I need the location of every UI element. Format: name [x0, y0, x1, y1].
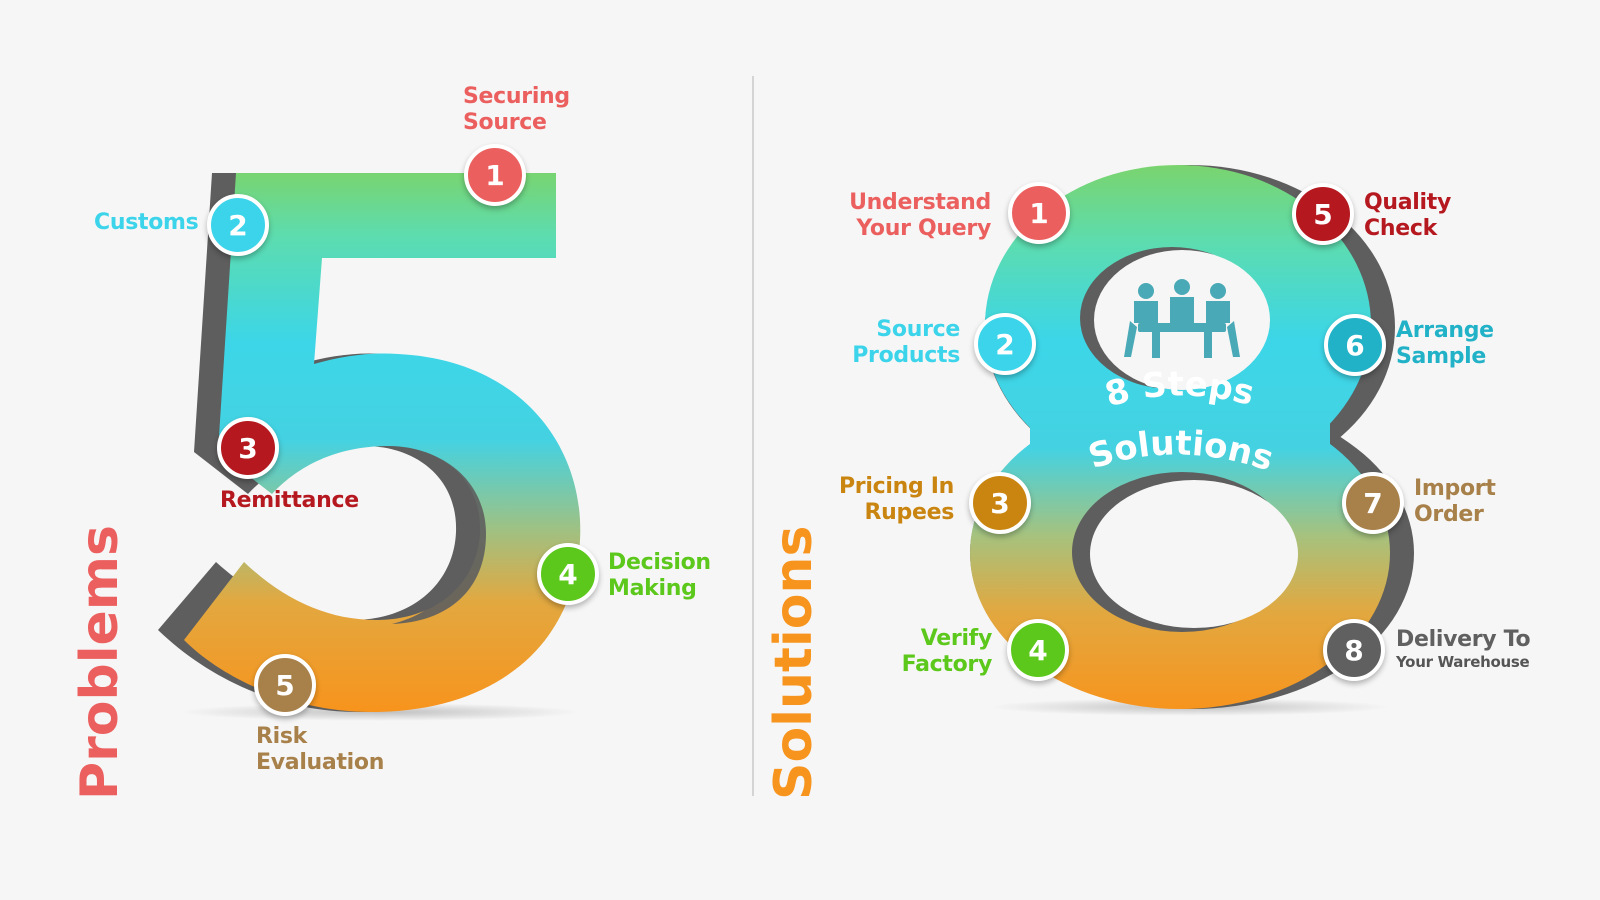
- problems-heading: Problems: [70, 525, 130, 800]
- meeting-table-icon: [1124, 279, 1240, 358]
- solution-badge-7: 7: [1342, 472, 1404, 534]
- solution-badge-1: 1: [1008, 182, 1070, 244]
- problem-badge-2: 2: [207, 194, 269, 256]
- problem-badge-4: 4: [537, 543, 599, 605]
- digit-five: [158, 173, 581, 712]
- solutions-heading: Solutions: [764, 525, 824, 800]
- solution-badge-8: 8: [1323, 619, 1385, 681]
- solution-badge-5: 5: [1292, 183, 1354, 245]
- solution-badge-2: 2: [974, 313, 1036, 375]
- solution-badge-3: 3: [969, 472, 1031, 534]
- solution-badge-6: 6: [1324, 314, 1386, 376]
- problem-label-3: Remittance: [220, 488, 359, 513]
- solution-badge-4: 4: [1007, 619, 1069, 681]
- problem-badge-5: 5: [254, 654, 316, 716]
- problem-badge-1: 1: [464, 144, 526, 206]
- section-divider: [752, 76, 754, 796]
- problem-label-2: Customs: [94, 210, 199, 235]
- problem-badge-3: 3: [217, 417, 279, 479]
